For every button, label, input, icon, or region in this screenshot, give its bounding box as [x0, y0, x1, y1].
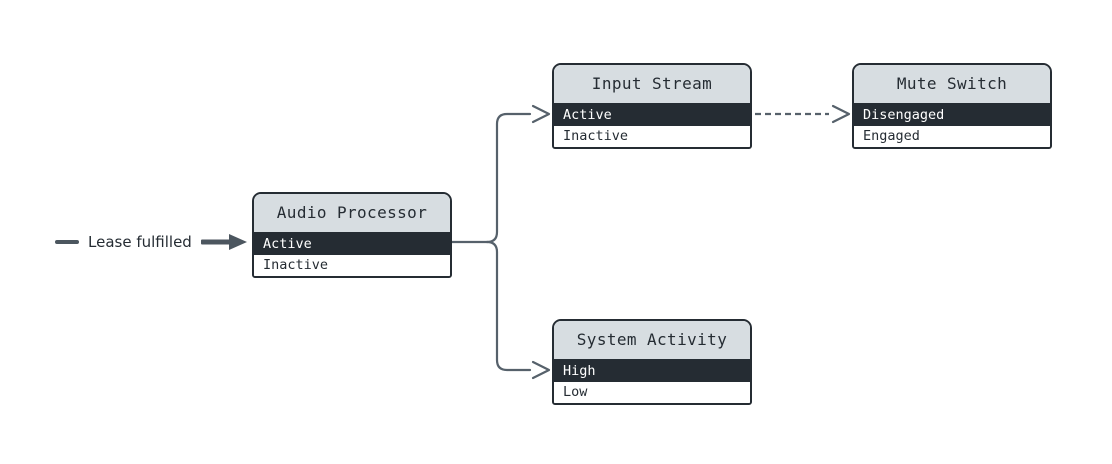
node-row-high[interactable]: High [554, 361, 750, 382]
node-row-disengaged[interactable]: Disengaged [854, 105, 1050, 126]
node-system-activity[interactable]: System Activity High Low [552, 319, 752, 405]
connector-branch-to-input-stream [485, 112, 532, 244]
node-mute-switch[interactable]: Mute Switch Disengaged Engaged [852, 63, 1052, 149]
entry-label-text: Lease fulfilled [88, 233, 192, 251]
node-input-stream[interactable]: Input Stream Active Inactive [552, 63, 752, 149]
arrowhead-system-activity-icon [531, 360, 551, 380]
node-title: Input Stream [554, 65, 750, 105]
node-audio-processor[interactable]: Audio Processor Active Inactive [252, 192, 452, 278]
arrowhead-input-stream-icon [531, 104, 551, 124]
node-title: System Activity [554, 321, 750, 361]
node-row-inactive[interactable]: Inactive [254, 255, 450, 276]
node-title: Mute Switch [854, 65, 1050, 105]
node-row-active[interactable]: Active [554, 105, 750, 126]
dash-icon [55, 240, 79, 244]
node-title: Audio Processor [254, 194, 450, 234]
arrowhead-mute-switch-icon [831, 104, 851, 124]
node-row-inactive[interactable]: Inactive [554, 126, 750, 147]
node-row-engaged[interactable]: Engaged [854, 126, 1050, 147]
entry-label: Lease fulfilled [55, 231, 248, 253]
node-row-low[interactable]: Low [554, 382, 750, 403]
solid-arrow-right-icon [200, 234, 247, 250]
node-row-active[interactable]: Active [254, 234, 450, 255]
connector-branch-to-system-activity [485, 240, 532, 372]
